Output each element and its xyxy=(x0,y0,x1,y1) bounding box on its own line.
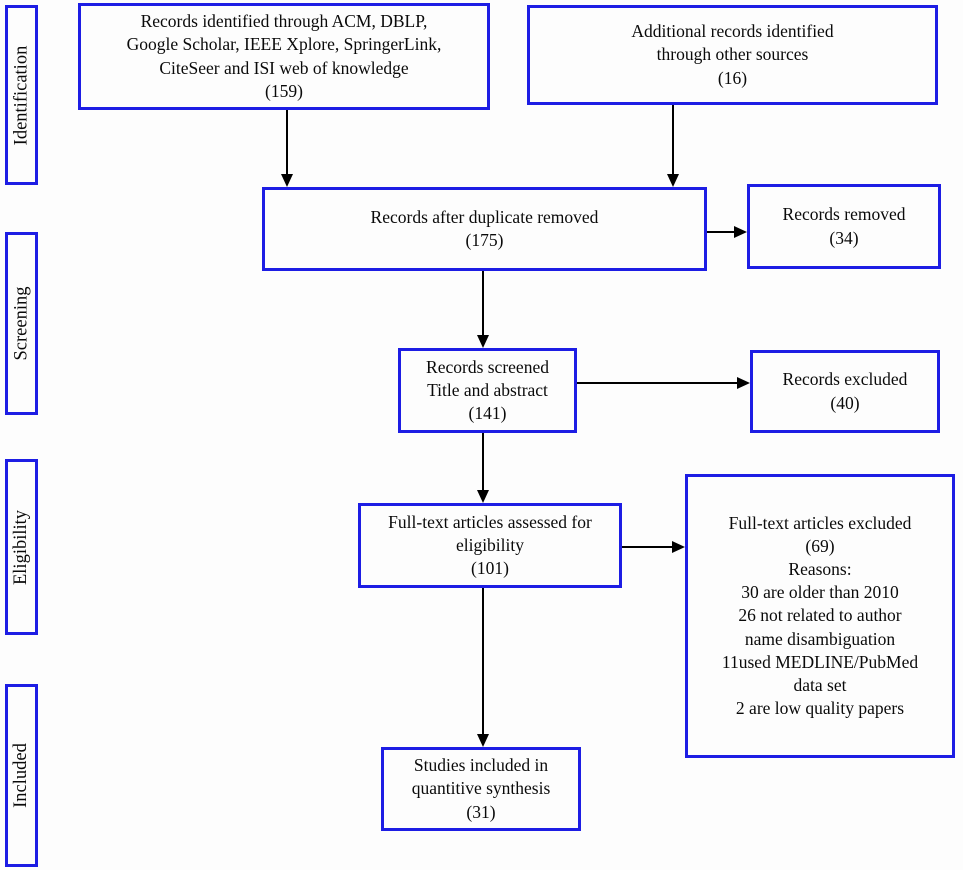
box-fulltext-assessed: Full-text articles assessed for eligibil… xyxy=(358,503,622,588)
arrow-duplicates-to-removed-head xyxy=(734,226,747,238)
box-records-identified-text: Records identified through ACM, DBLP, Go… xyxy=(126,11,442,101)
arrow-screened-to-assessed-head xyxy=(477,490,489,503)
arrow-screened-to-excluded-line xyxy=(577,382,738,384)
arrow-additional-to-duplicates-line xyxy=(672,105,674,174)
box-studies-included-text: Studies included in quantitive synthesis… xyxy=(411,755,551,822)
box-after-duplicates-text: Records after duplicate removed (175) xyxy=(370,206,599,250)
phase-identification-box: Identification xyxy=(5,5,38,185)
arrow-assessed-to-included-head xyxy=(477,734,489,747)
phase-eligibility-label: Eligibility xyxy=(11,509,31,585)
phase-screening-box: Screening xyxy=(5,232,38,415)
arrow-screened-to-excluded-head xyxy=(737,377,750,389)
box-records-identified: Records identified through ACM, DBLP, Go… xyxy=(78,3,490,110)
box-records-removed-text: Records removed (34) xyxy=(782,204,906,248)
box-records-screened: Records screened Title and abstract (141… xyxy=(398,348,577,433)
arrow-additional-to-duplicates-head xyxy=(667,174,679,187)
box-additional-records: Additional records identified through ot… xyxy=(527,5,938,105)
box-after-duplicates: Records after duplicate removed (175) xyxy=(262,187,707,271)
arrow-identified-to-duplicates-head xyxy=(281,174,293,187)
box-studies-included: Studies included in quantitive synthesis… xyxy=(381,747,581,831)
arrow-assessed-to-ftexcluded-line xyxy=(622,546,673,548)
phase-included-label: Included xyxy=(11,743,32,808)
arrow-duplicates-to-screened-head xyxy=(477,335,489,348)
box-fulltext-excluded: Full-text articles excluded (69) Reasons… xyxy=(685,474,955,758)
arrow-assessed-to-ftexcluded-head xyxy=(672,541,685,553)
arrow-identified-to-duplicates-line xyxy=(286,110,288,174)
arrow-duplicates-to-screened-line xyxy=(482,271,484,335)
box-records-removed: Records removed (34) xyxy=(747,184,941,269)
phase-identification-label: Identification xyxy=(11,45,31,145)
arrow-assessed-to-included-line xyxy=(482,588,484,734)
box-fulltext-assessed-text: Full-text articles assessed for eligibil… xyxy=(388,511,592,579)
phase-included-box: Included xyxy=(5,684,38,867)
box-fulltext-excluded-text: Full-text articles excluded (69) Reasons… xyxy=(721,513,919,718)
arrow-screened-to-assessed-line xyxy=(482,433,484,490)
phase-screening-label: Screening xyxy=(11,286,32,361)
box-records-screened-text: Records screened Title and abstract (141… xyxy=(426,356,549,424)
box-records-excluded: Records excluded (40) xyxy=(750,350,940,433)
phase-eligibility-box: Eligibility xyxy=(5,459,38,635)
arrow-duplicates-to-removed-line xyxy=(707,231,735,233)
box-records-excluded-text: Records excluded (40) xyxy=(782,369,908,413)
box-additional-records-text: Additional records identified through ot… xyxy=(631,21,834,88)
